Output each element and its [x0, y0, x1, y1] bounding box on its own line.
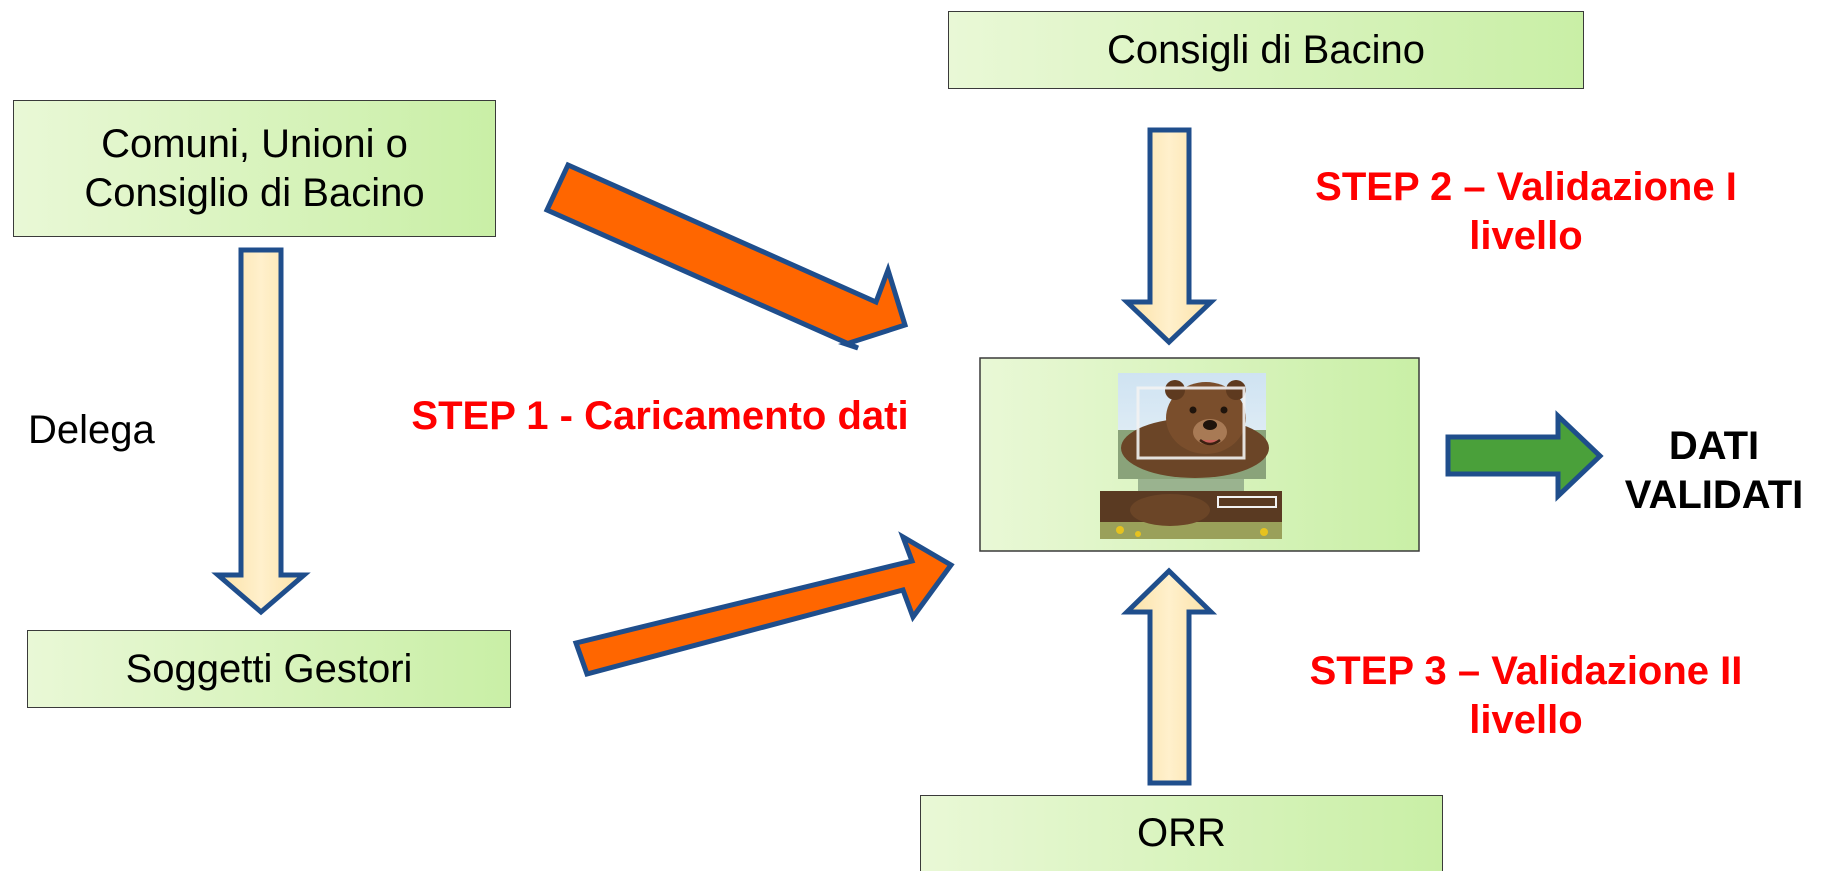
orr-label: ORR — [1137, 811, 1226, 856]
dati-validati-line-1: DATI — [1668, 424, 1760, 468]
comuni-box: Comuni, Unioni o Consiglio di Bacino — [13, 100, 496, 237]
step1-label: STEP 1 - Caricamento dati — [411, 394, 909, 438]
consigli-di-bacino-label: Consigli di Bacino — [1107, 27, 1425, 72]
comuni-line-2: Consiglio di Bacino — [84, 170, 425, 215]
result-arrow — [1445, 410, 1604, 502]
step2-label: STEP 2 – Validazione I livello — [1315, 165, 1737, 258]
orr-box: ORR — [920, 795, 1443, 871]
dati-validati-line-2: VALIDATI — [1624, 472, 1804, 517]
bear-computer-icon — [1100, 373, 1282, 539]
consigli-di-bacino-box: Consigli di Bacino — [948, 11, 1584, 89]
delega-label: Delega — [28, 408, 155, 452]
step3-label: STEP 3 – Validazione II livello — [1309, 649, 1743, 742]
delega-down-arrow — [211, 247, 311, 616]
soggetti-gestori-box: Soggetti Gestori — [27, 630, 511, 708]
soggetti-gestori-label: Soggetti Gestori — [125, 646, 413, 691]
step3-up-arrow — [1120, 567, 1218, 786]
step1-upper-arrow — [543, 161, 909, 351]
step1-lower-arrow — [572, 531, 955, 678]
step2-down-arrow — [1120, 127, 1218, 346]
comuni-line-1: Comuni, Unioni o — [101, 121, 408, 166]
dati-validati-label: DATI VALIDATI — [1614, 422, 1814, 520]
